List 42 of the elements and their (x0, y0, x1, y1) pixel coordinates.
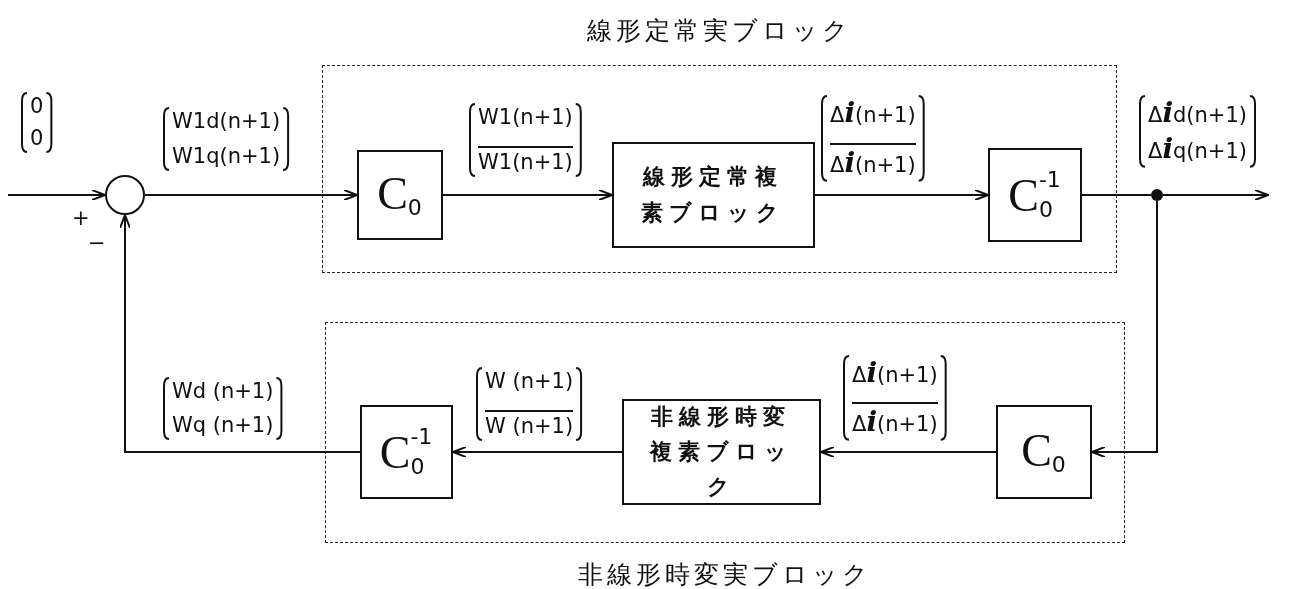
group-title: 非線形時変実ブロック (577, 559, 873, 589)
transfer-block (621, 398, 821, 505)
signal-arrow (1162, 189, 1269, 201)
block-symbol: C$_{0}$ (377, 170, 422, 219)
block-label: 線形定常複素ブロック (640, 163, 786, 227)
signal-label: Δiq(n+1) (1148, 134, 1247, 165)
junction-dot (1151, 189, 1163, 201)
signal-label: Δi(n+1) (852, 358, 938, 389)
sign-label: − (88, 232, 106, 256)
transfer-block (359, 404, 453, 499)
connector-line (1081, 194, 1152, 196)
signal-label: W1(n+1) (478, 106, 573, 130)
signal-arrow (1091, 200, 1158, 458)
signal-label: W1(n+1) (478, 146, 573, 175)
signal-label: 0 (30, 127, 44, 151)
signal-label: Δi(n+1) (830, 143, 916, 179)
signal-label: W (n+1) (485, 410, 574, 439)
signal-arrow (820, 446, 997, 458)
signal-label: W (n+1) (485, 370, 574, 394)
signal-arrow (452, 446, 623, 458)
transfer-block (611, 141, 815, 248)
sign-label: + (72, 207, 90, 231)
summing-junction (105, 175, 145, 215)
signal-label: Δi(n+1) (830, 98, 916, 129)
signal-arrow (7, 189, 106, 201)
block-symbol: C$_{0}$ (1021, 427, 1066, 476)
signal-label: Δi(n+1) (852, 402, 938, 438)
transfer-block (995, 404, 1092, 499)
signal-arrow (814, 189, 989, 201)
transfer-block (356, 149, 443, 240)
block-label: 非線形時変複素ブロック (648, 402, 794, 502)
signal-arrow (144, 189, 358, 201)
signal-label: W1d(n+1) (172, 110, 281, 134)
signal-arrow (442, 189, 613, 201)
signal-label: Δid(n+1) (1148, 98, 1247, 129)
group-title: 線形定常実ブロック (586, 15, 853, 47)
signal-label: Wq (n+1) (172, 414, 274, 438)
signal-arrow (119, 214, 361, 453)
signal-label: 0 (30, 95, 44, 119)
transfer-block (987, 147, 1082, 242)
signal-label: W1q(n+1) (172, 145, 281, 169)
signal-label: Wd (n+1) (172, 380, 274, 404)
